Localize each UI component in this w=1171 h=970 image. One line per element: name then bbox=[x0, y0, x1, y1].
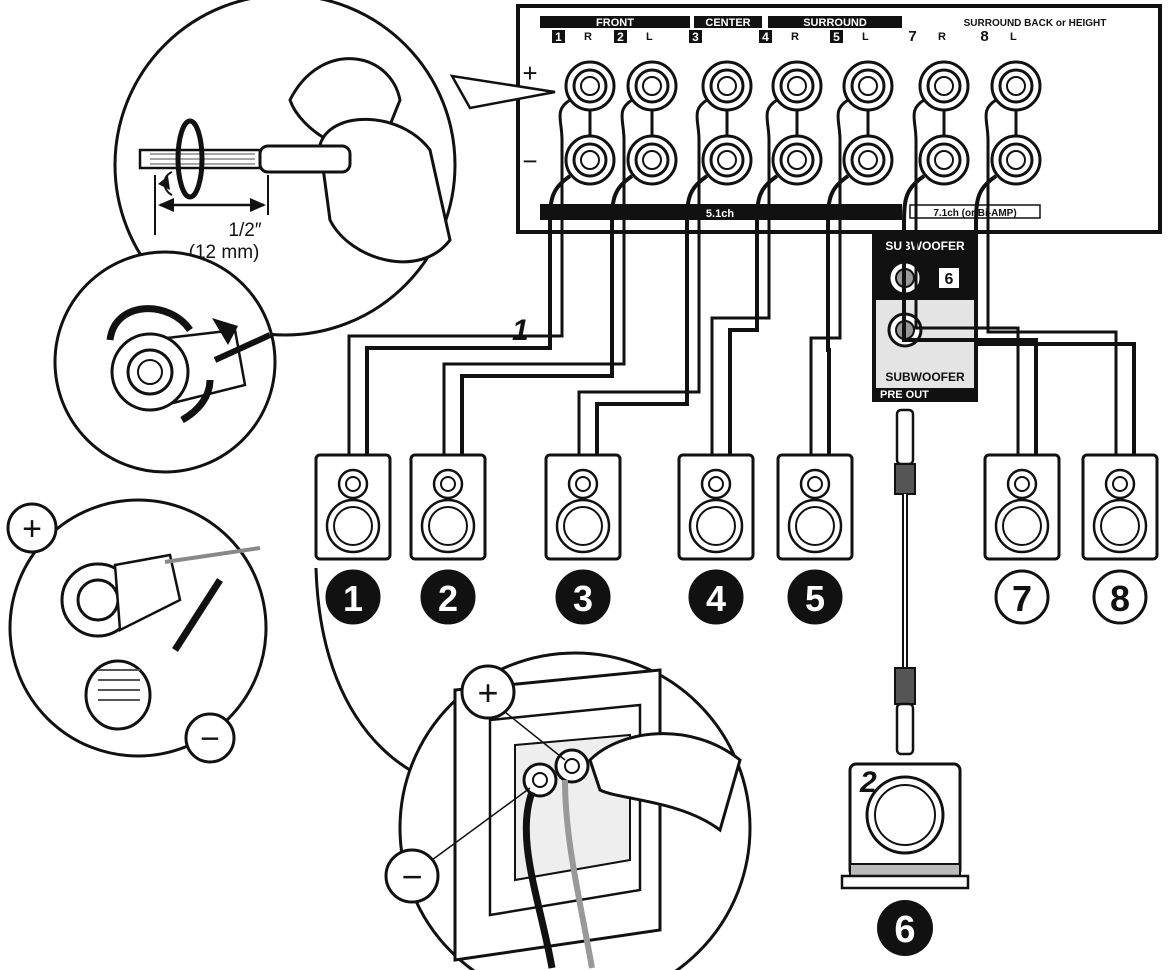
speaker-number-badge-4 bbox=[688, 569, 744, 625]
channel-number-7: 7 bbox=[908, 28, 916, 45]
group-label-surround-back: SURROUND BACK or HEIGHT bbox=[964, 18, 1107, 29]
speaker-4: 4 bbox=[677, 453, 755, 625]
wire-positive-2 bbox=[442, 98, 633, 455]
bar-label-51ch: 5.1ch bbox=[706, 208, 734, 220]
channel-side-2: L bbox=[646, 31, 653, 43]
channel-side-5: L bbox=[862, 31, 869, 43]
speaker-7: 7 bbox=[983, 453, 1061, 625]
speaker-wires bbox=[347, 98, 1136, 455]
wire-positive-7 bbox=[912, 98, 1020, 455]
subwoofer-label: SUBWOOFER bbox=[885, 370, 965, 384]
group-label-surround: SURROUND bbox=[803, 17, 867, 29]
panel-minus-sign: − bbox=[522, 146, 537, 176]
speaker-number-3: 3 bbox=[573, 578, 593, 619]
speaker-number-badge-8 bbox=[1092, 569, 1148, 625]
speaker-2: 2 bbox=[409, 453, 487, 625]
subwoofer-badge: 6 bbox=[945, 271, 954, 288]
channel-side-4: R bbox=[791, 31, 799, 43]
channel-side-7: R bbox=[938, 31, 946, 43]
preout-label: PRE OUT bbox=[880, 389, 929, 401]
subwoofer-number: 6 bbox=[894, 909, 915, 951]
channel-side-8: L bbox=[1010, 31, 1017, 43]
speaker-number-badge-5 bbox=[787, 569, 843, 625]
subwoofer-speaker bbox=[840, 762, 970, 890]
polarity-minus-large: − bbox=[401, 856, 422, 897]
channel-number-1: 1 bbox=[555, 30, 562, 44]
subwoofer-title: SUBWOOFER bbox=[885, 239, 965, 253]
inset-speaker-back: + − bbox=[314, 567, 752, 970]
speaker-5: 5 bbox=[776, 453, 854, 625]
polarity-minus-small: − bbox=[200, 720, 220, 758]
channel-number-5: 5 bbox=[833, 30, 840, 44]
wire-positive-3 bbox=[577, 98, 708, 455]
polarity-plus-large: + bbox=[477, 672, 498, 713]
channel-number-3: 3 bbox=[692, 30, 699, 44]
group-label-center: CENTER bbox=[705, 17, 750, 29]
group-label-front: FRONT bbox=[596, 17, 634, 29]
step-label-1: 1 bbox=[512, 314, 529, 347]
strip-length-inch: 1/2″ bbox=[228, 220, 261, 241]
subwoofer-preout-panel: SUBWOOFER 6 SUBWOOFER PRE OUT bbox=[872, 232, 978, 402]
channel-number-8: 8 bbox=[980, 28, 988, 45]
wire-positive-1 bbox=[347, 98, 571, 455]
speaker-number-5: 5 bbox=[805, 578, 825, 619]
terminal-channel-3: 3 bbox=[689, 30, 753, 186]
inset-terminal-twist bbox=[53, 250, 277, 474]
speaker-3: 3 bbox=[544, 453, 622, 625]
speaker-number-badge-3 bbox=[555, 569, 611, 625]
step-label-2: 2 bbox=[859, 766, 877, 799]
panel-plus-sign: + bbox=[522, 58, 537, 88]
speakers-row: 1 2 3 4 5 7 8 bbox=[314, 453, 1159, 625]
speaker-1: 1 bbox=[314, 453, 392, 625]
speaker-number-7: 7 bbox=[1012, 578, 1032, 619]
channel-number-4: 4 bbox=[762, 30, 769, 44]
wire-positive-5 bbox=[809, 98, 849, 455]
subwoofer-cable bbox=[894, 408, 916, 756]
inset-wire-strip: 1/2″ (12 mm) bbox=[113, 0, 556, 337]
speaker-number-2: 2 bbox=[438, 578, 458, 619]
speaker-number-1: 1 bbox=[343, 578, 363, 619]
wire-positive-4 bbox=[710, 98, 778, 455]
speaker-number-4: 4 bbox=[706, 578, 726, 619]
speaker-number-8: 8 bbox=[1110, 578, 1130, 619]
polarity-plus-small: + bbox=[22, 510, 42, 548]
channel-side-1: R bbox=[584, 31, 592, 43]
speaker-number-badge-7 bbox=[994, 569, 1050, 625]
speaker-8: 8 bbox=[1081, 453, 1159, 625]
wire-positive-8 bbox=[984, 98, 1118, 455]
speaker-number-badge-1 bbox=[325, 569, 381, 625]
speaker-number-badge-2 bbox=[420, 569, 476, 625]
subwoofer-number-badge: 6 bbox=[877, 900, 933, 956]
channel-number-2: 2 bbox=[617, 30, 624, 44]
inset-polarity-terminals: + − bbox=[6, 498, 268, 764]
strip-length-mm: (12 mm) bbox=[189, 242, 260, 263]
